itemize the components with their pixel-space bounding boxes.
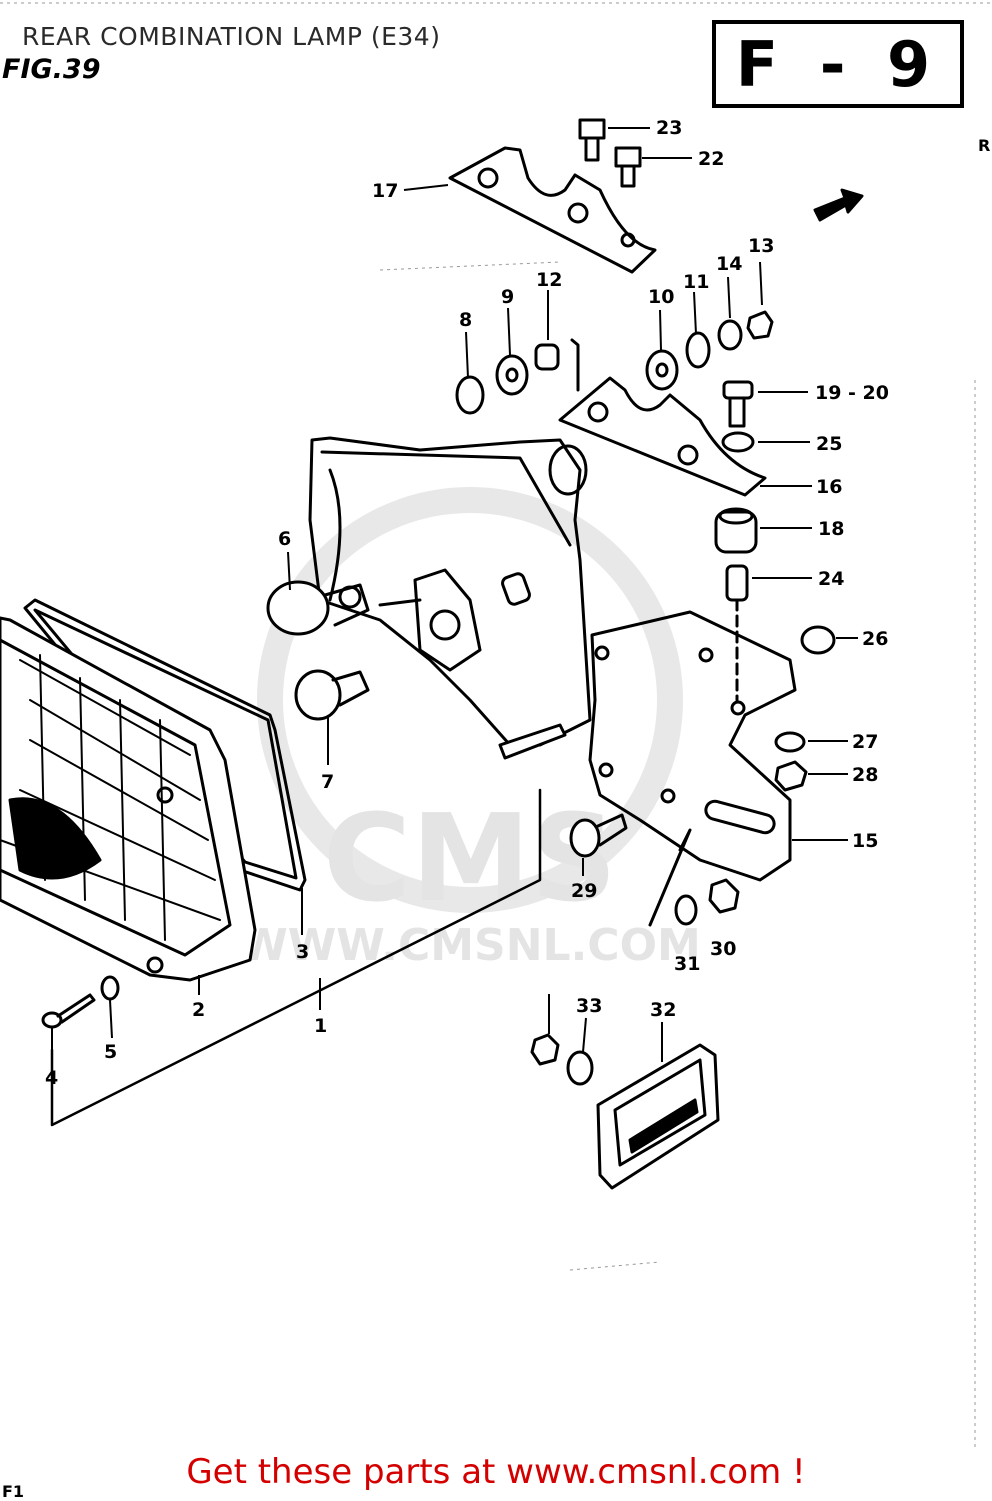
callout-label: 30 (710, 938, 736, 960)
assembly-bracket-line (50, 788, 542, 1127)
washer-25 (800, 625, 836, 655)
callout-label: 10 (648, 286, 674, 308)
callout-label: 33 (576, 995, 602, 1017)
edge-mark: R (978, 136, 991, 155)
housing-nipple (548, 444, 588, 496)
washer-30 (674, 894, 698, 926)
diagram-title: REAR COMBINATION LAMP (E34) (22, 22, 441, 51)
lens-gasket (23, 598, 307, 892)
callout-label: 18 (818, 518, 844, 540)
callout-label: 5 (104, 1041, 117, 1063)
screw-28 (569, 813, 628, 858)
callout-label: 6 (278, 528, 291, 550)
bolt-19-20 (722, 380, 754, 428)
cushion-18 (714, 507, 758, 554)
callout-label: 8 (459, 309, 472, 331)
callout-label: 9 (501, 286, 514, 308)
callout-label: 25 (816, 433, 842, 455)
watermark-logo-ring (257, 487, 683, 913)
nut-13 (746, 310, 774, 340)
collar-12 (534, 343, 560, 371)
nut-27 (774, 760, 808, 792)
washer-14 (717, 319, 743, 351)
middle-bracket (558, 376, 767, 497)
watermark-logo: CMS (323, 790, 617, 929)
lamp-lens (0, 616, 257, 982)
callout-label: 23 (656, 117, 682, 139)
upper-bracket (448, 146, 657, 274)
callout-label: 11 (683, 271, 709, 293)
callout-label: 32 (650, 999, 676, 1021)
license-bracket (588, 610, 797, 882)
callout-label: 27 (852, 731, 878, 753)
callout-label: 22 (698, 148, 724, 170)
bulb-7 (294, 669, 370, 721)
promo-footer[interactable]: Get these parts at www.cmsnl.com ! (186, 1452, 806, 1492)
callout-label: 12 (536, 269, 562, 291)
callout-label: 7 (321, 771, 334, 793)
callout-label: 4 (45, 1067, 58, 1089)
bracket-slot (704, 799, 776, 835)
nut-33 (530, 1033, 560, 1066)
watermark-url: WWW.CMSNL.COM (239, 920, 701, 971)
washer-24 (721, 431, 755, 453)
callout-label: 3 (296, 941, 309, 963)
callout-label: 17 (372, 180, 398, 202)
callout-label: 2 (192, 999, 205, 1021)
washer-8 (455, 375, 485, 415)
washer-10 (645, 349, 679, 391)
screw-4 (41, 993, 96, 1029)
collar-23 (725, 564, 749, 602)
washer-32 (566, 1050, 594, 1086)
bulb-socket (413, 568, 482, 672)
callout-label: 19 - 20 (815, 382, 889, 404)
upper-bracket-hole (567, 202, 589, 224)
upper-bracket-hole (620, 232, 636, 248)
washer-9 (495, 354, 529, 396)
callout-label: 15 (852, 830, 878, 852)
callout-label: 28 (852, 764, 878, 786)
section-code-box: F - 9 (712, 20, 964, 108)
upper-bracket-hole (477, 167, 499, 189)
figure-number: FIG.39 (2, 54, 101, 85)
callout-label: 14 (716, 253, 742, 275)
direction-arrow-icon (813, 188, 864, 222)
washer-11 (685, 331, 711, 369)
callout-label: 31 (674, 953, 700, 975)
page-mark: F1 (2, 1482, 25, 1501)
callout-label: 26 (862, 628, 888, 650)
washer-5 (100, 975, 120, 1001)
callout-label: 24 (818, 568, 844, 590)
bolt-21 (614, 146, 642, 188)
callout-label: 29 (571, 880, 597, 902)
callout-label: 16 (816, 476, 842, 498)
section-code: F - 9 (735, 27, 941, 101)
callout-label: 13 (748, 235, 774, 257)
exploded-parts-diagram: CMS WWW.CMSNL.COM (0, 2, 992, 1450)
bolt-22 (578, 118, 606, 162)
reflector-31 (596, 1043, 720, 1190)
nut-29 (708, 878, 740, 914)
washer-26 (774, 731, 806, 753)
bulb-6 (266, 580, 370, 636)
watermark: CMS WWW.CMSNL.COM (239, 487, 701, 971)
callout-label: 1 (314, 1015, 327, 1037)
